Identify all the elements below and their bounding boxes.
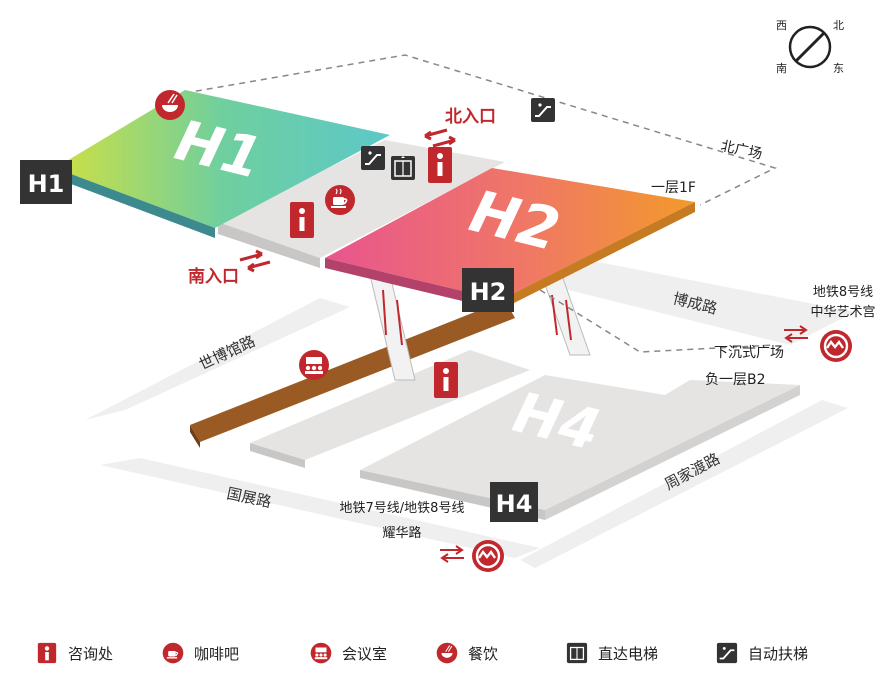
legend-label-escalator: 自动扶梯: [748, 644, 809, 663]
north-square-outline: [184, 54, 778, 206]
metro-art-palace[interactable]: 地铁8号线 中华艺术宫: [784, 285, 876, 364]
metro-icon-yaohua[interactable]: [470, 538, 506, 574]
south-entrance-arrow-in: [239, 249, 263, 262]
compass-needle: [794, 31, 826, 63]
metro-icon-art-palace[interactable]: [818, 328, 854, 364]
legend: 咨询处 咖啡吧 会议室 餐饮: [0, 628, 893, 678]
info-icon: [37, 642, 57, 664]
metro-art-palace-station: 中华艺术宫: [810, 305, 875, 320]
legend-label-dining: 餐饮: [468, 644, 499, 663]
north-entrance[interactable]: 北入口: [424, 107, 496, 148]
basement-level-label: 负一层B2: [705, 372, 766, 388]
north-entrance-label: 北入口: [445, 107, 496, 127]
hall-h4-tag-label: H4: [496, 490, 533, 518]
meeting-room-icon[interactable]: [299, 350, 329, 380]
north-entrance-arrow-in: [432, 135, 456, 148]
cafe-icon: [162, 642, 184, 664]
basement-floor-west: [250, 350, 530, 460]
hall-h2-floor: [325, 168, 695, 300]
metro-art-palace-line: 地铁8号线: [813, 285, 873, 300]
basement-level: H4 H4: [190, 300, 800, 522]
basement-corridor: [190, 300, 515, 442]
metro-yaohua[interactable]: 地铁7号线/地铁8号线 耀华路: [340, 501, 506, 574]
hall-h2-tag[interactable]: H2: [462, 268, 514, 312]
dining-icon[interactable]: [154, 89, 186, 121]
legend-item-escalator: 自动扶梯: [716, 638, 808, 668]
ground-level-label: 一层1F: [651, 180, 696, 196]
south-entrance-arrow-out: [247, 260, 271, 273]
info-desk-icon-south[interactable]: [290, 202, 314, 238]
compass: 西 北 南 东: [776, 19, 844, 75]
hall-h1-tag[interactable]: H1: [20, 160, 72, 204]
north-entrance-arrow-out: [424, 128, 448, 141]
road-zhoujiadu-strip: [520, 400, 848, 568]
sunken-square-label: 下沉式广场: [714, 345, 784, 361]
legend-item-elevator: 直达电梯: [566, 638, 658, 668]
south-entrance[interactable]: 南入口: [188, 249, 271, 287]
hall-h4-floor: [360, 375, 800, 510]
escalator-connectors: [369, 269, 591, 381]
legend-label-cafe: 咖啡吧: [194, 644, 240, 663]
info-desk-icon-basement[interactable]: [434, 362, 458, 398]
north-square-label: 北广场: [719, 138, 763, 162]
info-desk-icon-north[interactable]: [428, 147, 452, 183]
legend-label-info: 咨询处: [68, 644, 114, 663]
cafe-icon[interactable]: [324, 184, 356, 216]
legend-item-meeting: 会议室: [310, 638, 387, 668]
legend-label-meeting: 会议室: [342, 644, 388, 663]
compass-south: 南: [776, 62, 787, 75]
elevator-icon: [566, 642, 588, 664]
legend-item-info: 咨询处: [36, 638, 113, 668]
compass-west: 西: [776, 19, 787, 32]
road-guozhan-strip: [100, 458, 540, 558]
dining-icon: [436, 642, 458, 664]
legend-item-dining: 餐饮: [436, 638, 498, 668]
hall-h2-tag-label: H2: [470, 278, 507, 306]
legend-item-cafe: 咖啡吧: [162, 638, 239, 668]
escalator-icon: [716, 642, 738, 664]
meeting-room-icon: [310, 642, 332, 664]
metro-yaohua-station: 耀华路: [382, 525, 421, 541]
compass-north: 北: [833, 19, 844, 32]
escalator-icon-north[interactable]: [530, 97, 556, 123]
compass-east: 东: [833, 62, 844, 75]
road-shibo-strip: [85, 298, 350, 420]
elevator-icon-ground[interactable]: [390, 155, 416, 181]
road-bocheng-strip: [520, 262, 855, 345]
metro-yaohua-lines: 地铁7号线/地铁8号线: [340, 501, 465, 516]
hall-h1-tag-label: H1: [28, 170, 65, 198]
escalator-icon-ground[interactable]: [360, 145, 386, 171]
hall-h1-floor: [55, 90, 390, 228]
hall-h4-tag[interactable]: H4: [490, 482, 538, 522]
south-entrance-label: 南入口: [188, 266, 239, 287]
legend-label-elevator: 直达电梯: [598, 644, 659, 663]
ground-level: H1 H2 H1 H2: [20, 54, 778, 353]
